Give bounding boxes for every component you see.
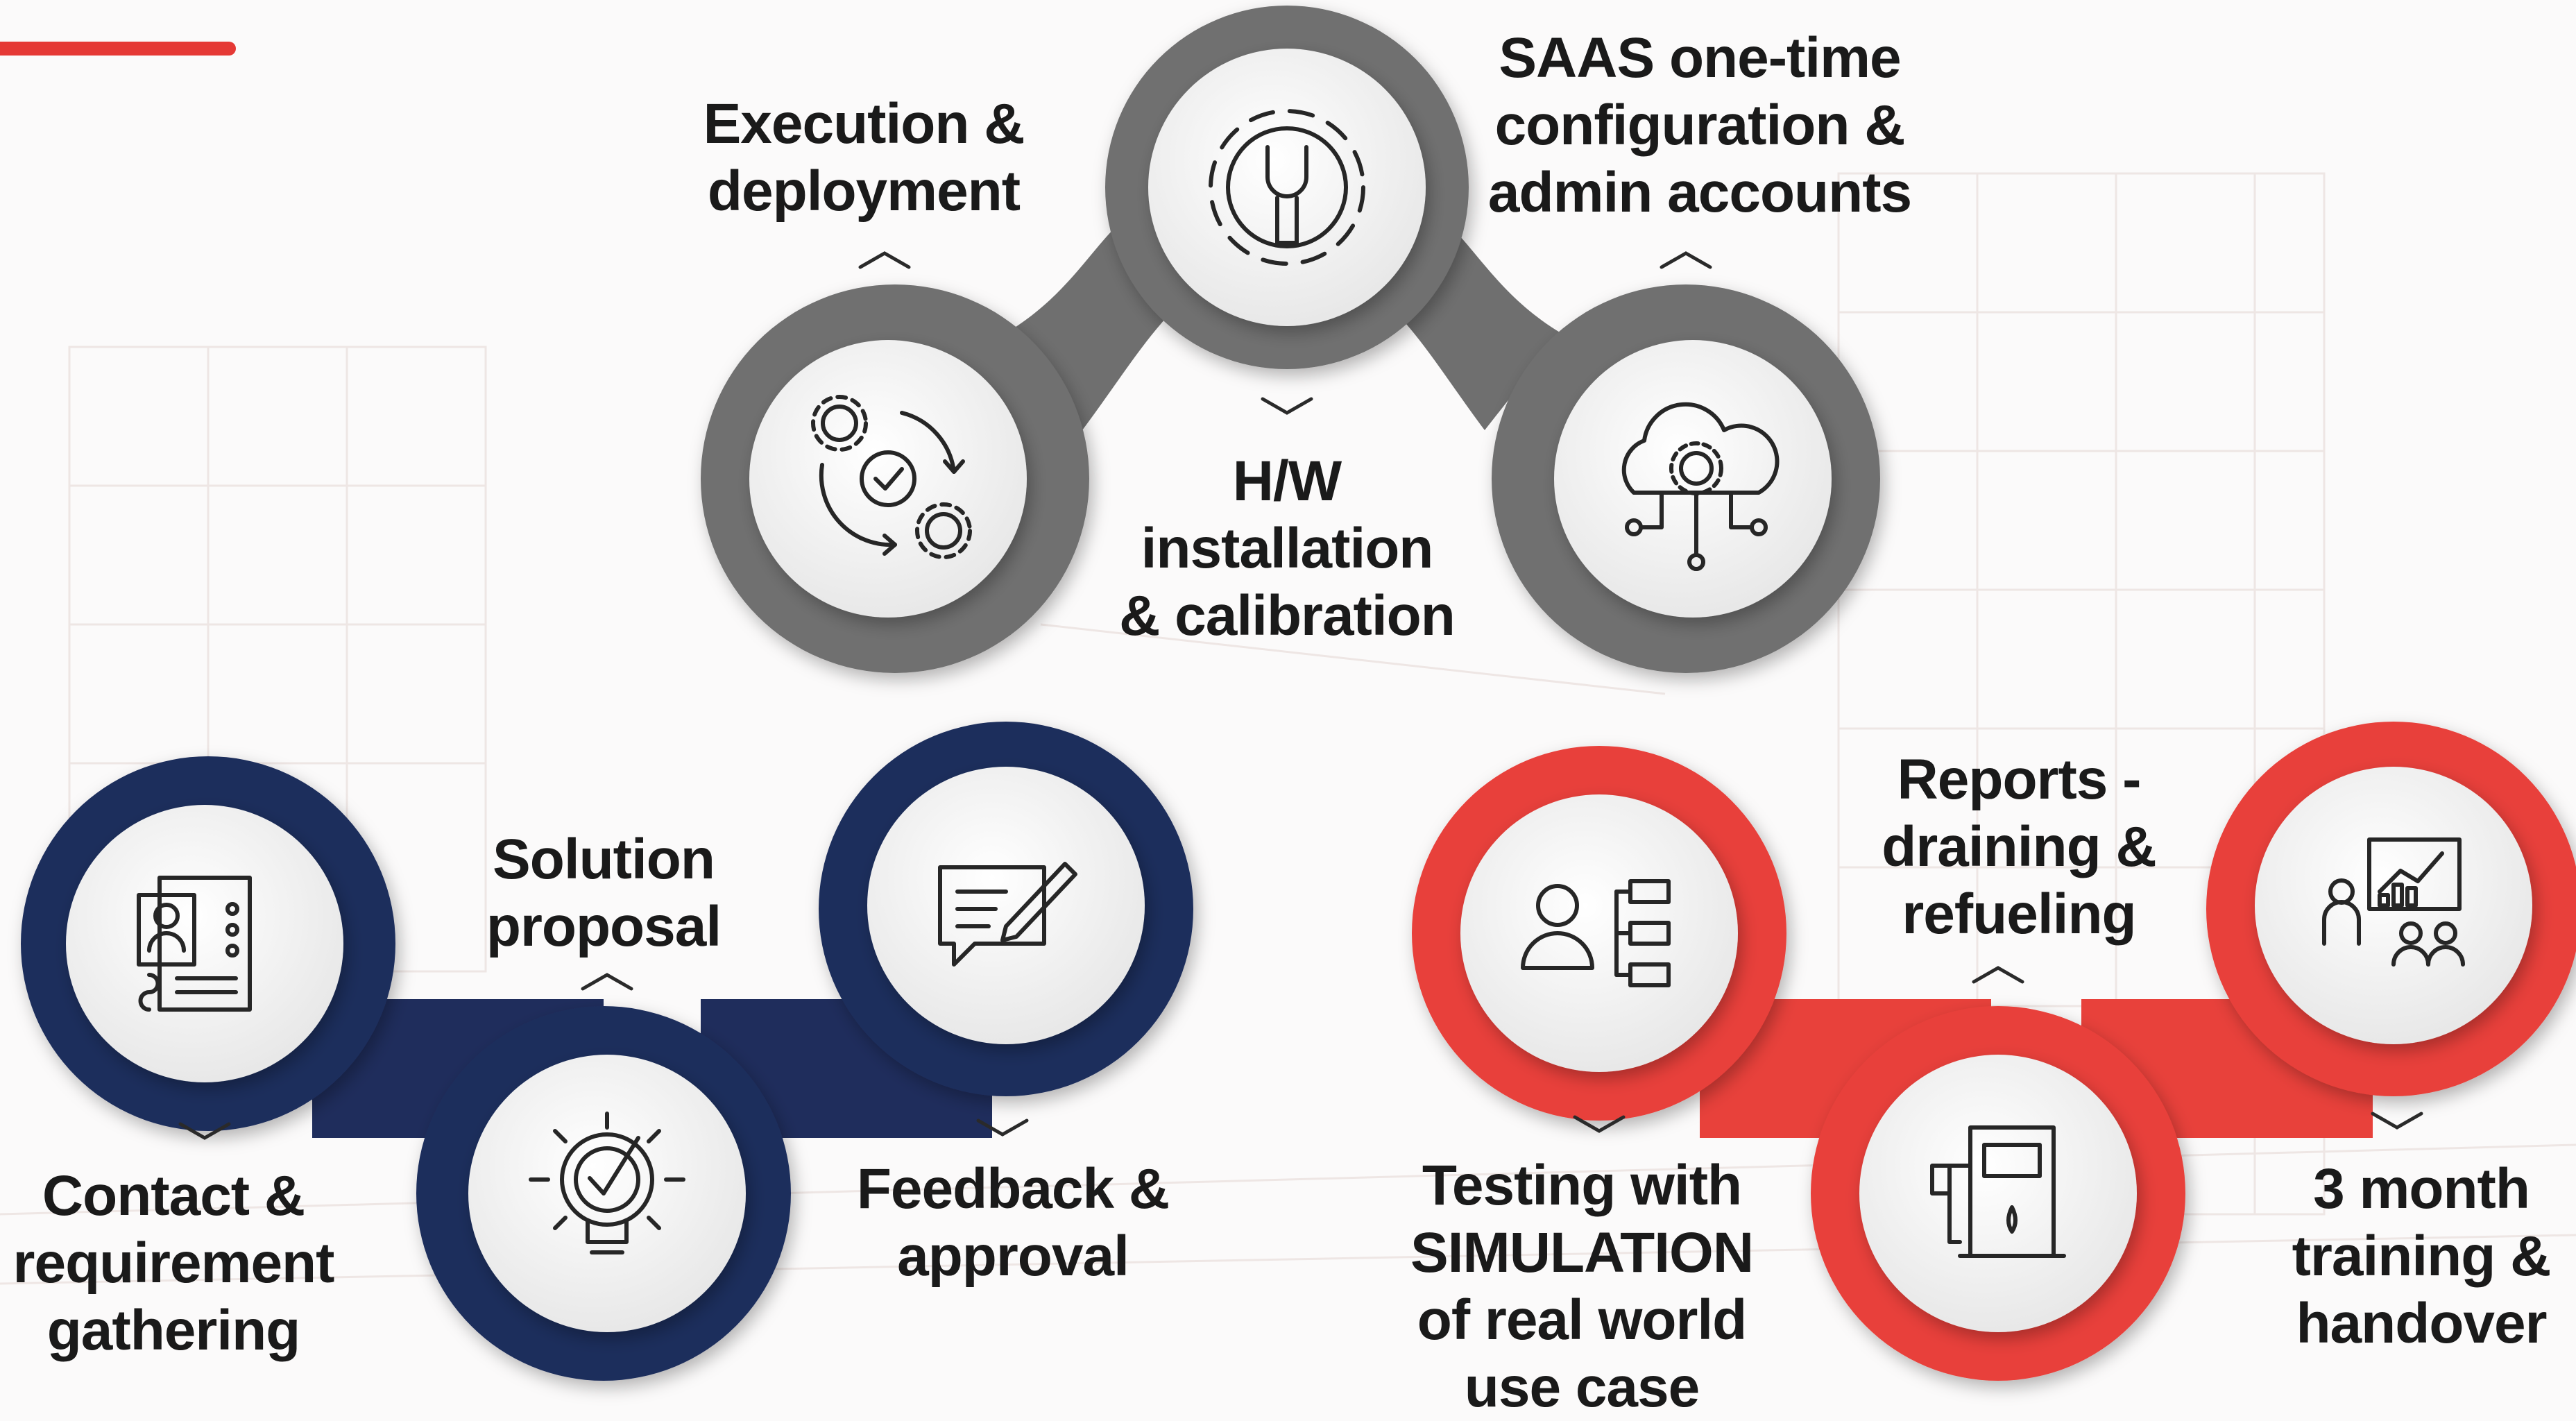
node-hw-face: [1148, 49, 1426, 326]
node-execution-face: [749, 340, 1027, 618]
contact-document-icon: [137, 876, 252, 1012]
node-feedback-face: [867, 767, 1145, 1044]
chevron-up-icon: [1660, 251, 1712, 269]
presentation-audience-icon: [2322, 837, 2465, 967]
chevron-up-icon: [858, 251, 911, 269]
chevron-down-icon: [976, 1118, 1029, 1137]
chevron-down-icon: [2371, 1112, 2423, 1130]
node-reports-face: [1859, 1055, 2137, 1332]
node-testing-face: [1460, 794, 1738, 1072]
node-contact-face: [66, 805, 343, 1082]
chevron-up-icon: [1972, 966, 2024, 984]
chevron-down-icon: [178, 1122, 231, 1140]
node-saas-face: [1554, 340, 1832, 618]
step-label-reports: Reports -draining &refueling: [1882, 748, 2156, 946]
node-solution-face: [468, 1055, 746, 1332]
chat-edit-icon: [938, 862, 1077, 967]
gear-wrench-icon: [1209, 109, 1365, 266]
bulb-check-icon: [529, 1112, 685, 1254]
chevron-down-icon: [1573, 1115, 1626, 1133]
cloud-gear-network-icon: [1621, 402, 1780, 571]
step-label-execution: Execution &deployment: [703, 92, 1025, 223]
person-org-chart-icon: [1521, 879, 1671, 987]
chevron-up-icon: [581, 973, 633, 991]
navy-group: [21, 722, 1193, 1381]
gear-cycle-check-icon: [811, 395, 972, 559]
chevron-down-icon: [1261, 397, 1313, 415]
fuel-pump-icon: [1930, 1125, 2066, 1258]
step-label-feedback: Feedback &approval: [856, 1157, 1170, 1288]
